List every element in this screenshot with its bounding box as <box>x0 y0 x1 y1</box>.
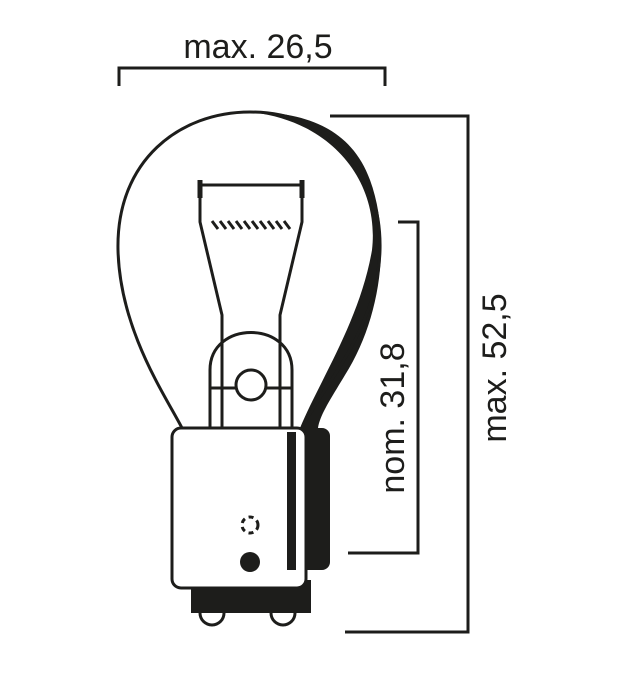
width-label: max. 26,5 <box>183 28 332 66</box>
filament-assembly <box>197 180 305 428</box>
total-height-label: max. 52,5 <box>476 293 514 442</box>
total-height-dimension-line <box>330 114 470 634</box>
filament-coil <box>210 220 292 230</box>
contact-pin-left <box>198 612 226 627</box>
bulb-base <box>170 426 308 590</box>
bayonet-pin-hidden <box>240 515 260 535</box>
bulb-glass-shadow <box>250 112 382 428</box>
light-center-dimension-line <box>348 220 420 555</box>
contact-pin-right <box>269 612 297 627</box>
filament-support-ring <box>234 368 268 402</box>
width-dimension-line <box>117 66 387 86</box>
bulb-glass <box>116 110 382 429</box>
bayonet-pin <box>240 552 260 572</box>
light-center-label: nom. 31,8 <box>374 342 412 493</box>
base-edge-stripe <box>287 432 296 570</box>
